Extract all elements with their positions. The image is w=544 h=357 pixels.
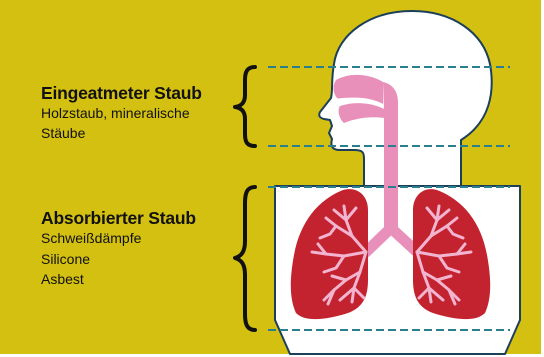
brace-inhaled xyxy=(235,67,255,146)
brace-absorbed xyxy=(235,187,255,330)
inhaled-dust-group: Eingeatmeter Staub Holzstaub, mineralisc… xyxy=(41,83,202,143)
trachea xyxy=(383,82,398,235)
absorbed-dust-item: Asbest xyxy=(41,269,196,290)
inhaled-dust-item: Stäube xyxy=(41,123,202,143)
absorbed-dust-group: Absorbierter Staub Schweißdämpfe Silicon… xyxy=(41,208,196,290)
inhaled-dust-item: Holzstaub, mineralische xyxy=(41,103,202,123)
inhaled-dust-title: Eingeatmeter Staub xyxy=(41,83,202,103)
absorbed-dust-item: Schweißdämpfe xyxy=(41,228,196,249)
absorbed-dust-title: Absorbierter Staub xyxy=(41,208,196,228)
absorbed-dust-item: Silicone xyxy=(41,249,196,270)
